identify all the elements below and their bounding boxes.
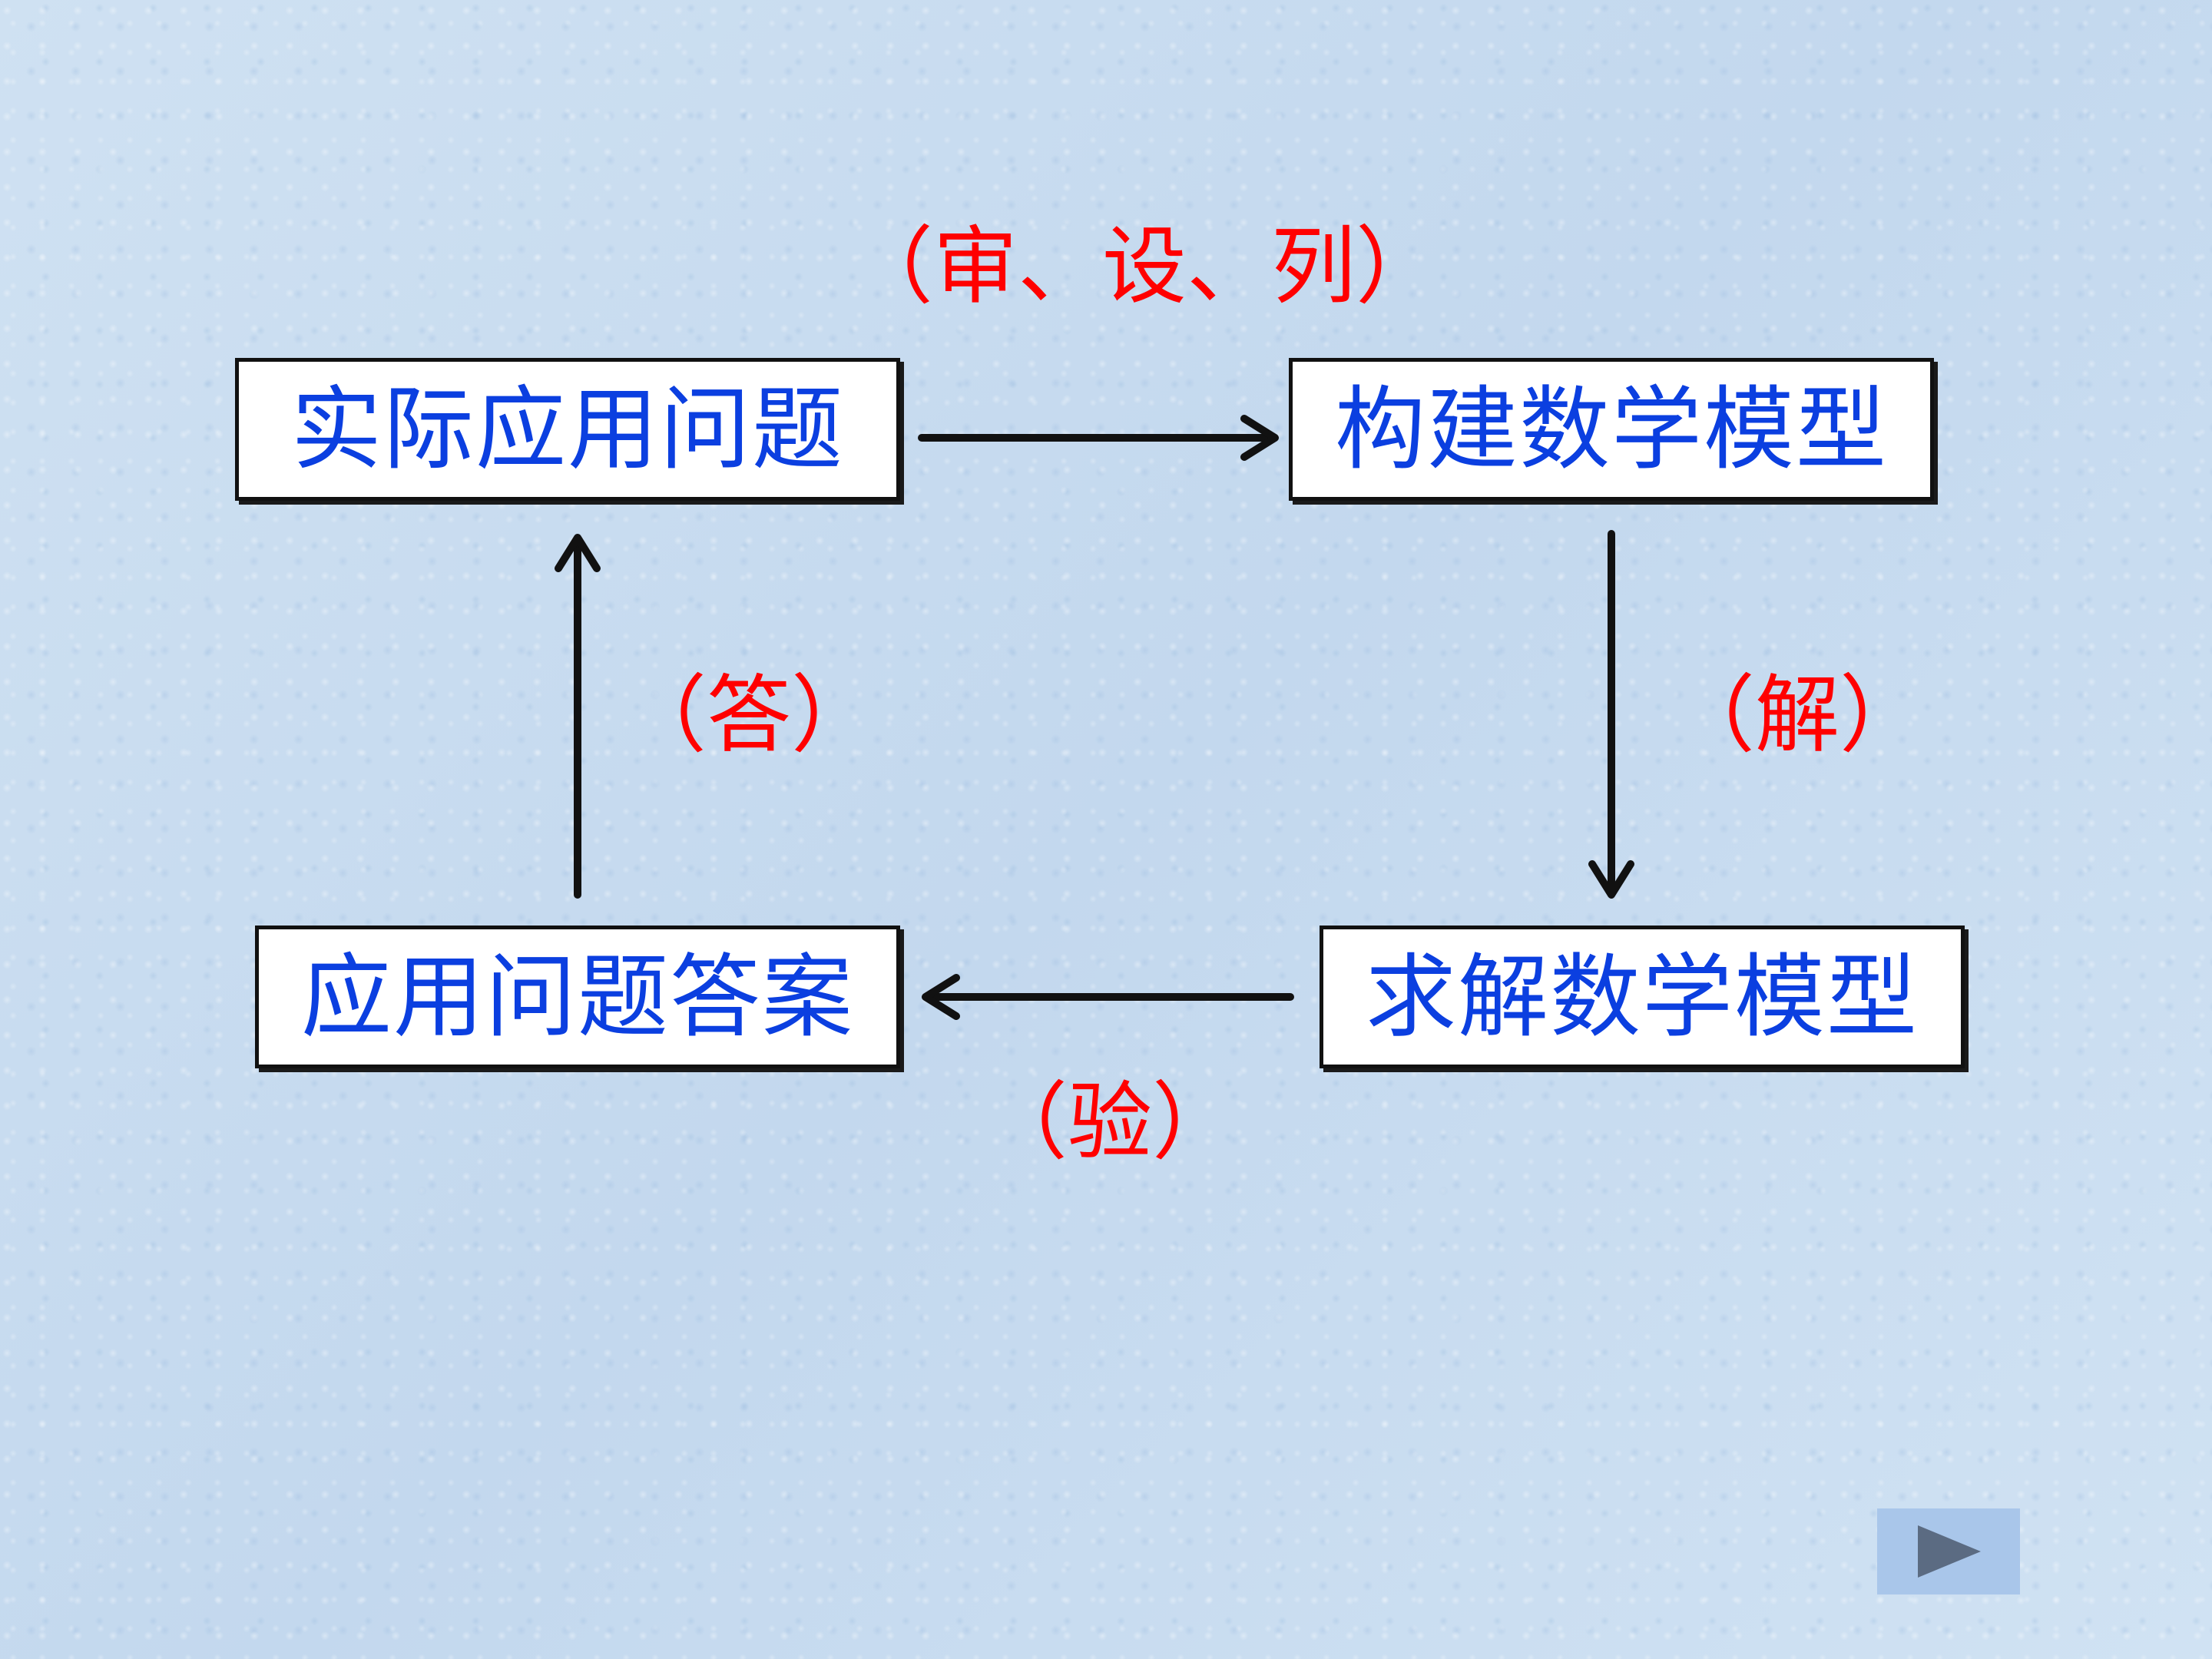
arrow-answer	[555, 534, 601, 899]
arrow-verify	[922, 974, 1294, 1020]
play-triangle-icon	[1918, 1525, 1981, 1578]
box-solve-model-label: 求解数学模型	[1365, 944, 1919, 1050]
label-verify: （验）	[983, 1073, 1237, 1171]
box-build-model-label: 构建数学模型	[1334, 376, 1888, 482]
label-answer: （答）	[622, 666, 876, 764]
box-practical-problem-label: 实际应用问题	[290, 376, 844, 482]
box-solve-model: 求解数学模型	[1320, 926, 1965, 1068]
label-review-set-list: （审、设、列）	[849, 217, 1440, 316]
label-solve: （解）	[1671, 666, 1924, 764]
box-practical-problem: 实际应用问题	[235, 358, 900, 501]
next-slide-button[interactable]	[1877, 1508, 2020, 1594]
box-problem-answer-label: 应用问题答案	[300, 944, 854, 1050]
arrow-model-build	[918, 415, 1279, 461]
arrow-model-solve	[1588, 530, 1634, 899]
box-build-model: 构建数学模型	[1289, 358, 1934, 501]
box-problem-answer: 应用问题答案	[255, 926, 900, 1068]
